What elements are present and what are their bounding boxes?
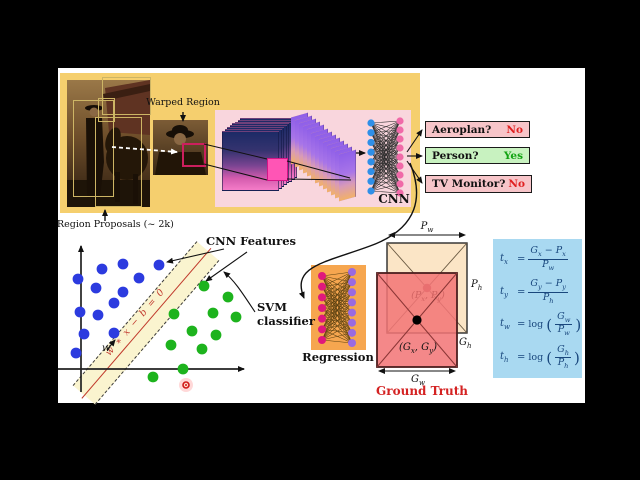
g-center-label: (Gx, Gy)	[398, 342, 438, 355]
ph-label: Ph	[471, 279, 483, 292]
region-proposal-box	[102, 77, 151, 115]
w-vector-label: w	[102, 343, 111, 354]
regression-network-box	[311, 265, 366, 350]
regression-label: Regression	[302, 350, 374, 364]
p-center-label: (Px, Py)	[411, 290, 445, 303]
cnn-features-label: CNN Features	[205, 234, 297, 248]
gh-label: Gh	[459, 337, 472, 350]
class-question: Aeroplan?	[432, 123, 492, 136]
source-image	[67, 80, 150, 207]
gw-label: Gw	[411, 374, 425, 387]
class-answer: No	[508, 178, 525, 190]
cnn-label: CNN	[378, 192, 410, 206]
class-answer: Yes	[503, 149, 523, 162]
region-proposals-label: Region Proposals (~ 2k)	[57, 219, 174, 230]
warped-region-label: Warped Region	[146, 97, 220, 108]
classifier-output-aeroplan: Aeroplan? No	[425, 121, 530, 138]
roi-box	[182, 143, 206, 167]
class-answer: No	[506, 123, 523, 136]
class-question: TV Monitor?	[432, 178, 506, 190]
classifier-output-tvmonitor: TV Monitor?No	[425, 175, 532, 193]
classifier-output-person: Person? Yes	[425, 147, 530, 164]
region-proposal-box	[98, 98, 115, 122]
conv-layer-2	[339, 149, 356, 202]
class-question: Person?	[432, 149, 479, 162]
ground-truth-label: Ground Truth	[376, 384, 468, 398]
pw-label: Pw	[420, 221, 434, 234]
region-proposal-box	[95, 117, 142, 207]
feature-map-highlight	[267, 158, 288, 181]
